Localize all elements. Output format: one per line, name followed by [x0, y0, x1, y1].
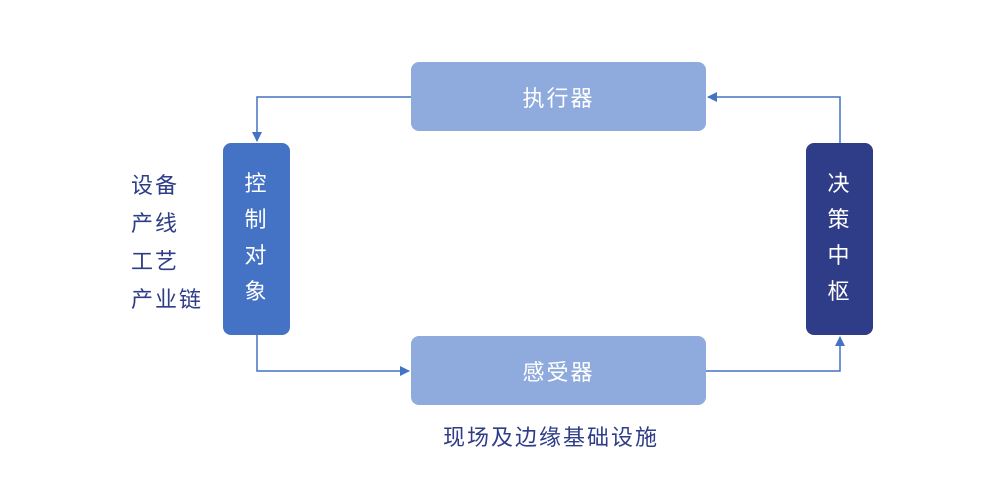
decision-center-node: 决 策 中 枢: [806, 143, 873, 335]
control-object-char: 控: [244, 172, 269, 197]
arrow-actuator-to-control: [252, 96, 411, 142]
control-object-node: 控 制 对 象: [223, 143, 290, 335]
arrow-sensor-to-decision: [706, 336, 845, 372]
decision-center-char: 策: [827, 208, 852, 233]
control-object-char: 制: [244, 208, 269, 233]
example-label: 产业链: [131, 288, 204, 313]
decision-center-char: 枢: [827, 280, 852, 305]
decision-center-char: 决: [827, 172, 852, 197]
example-label: 设备: [131, 174, 180, 199]
actuator-label: 执行器: [522, 86, 595, 112]
control-object-char: 象: [244, 280, 269, 305]
control-object-char: 对: [244, 244, 269, 269]
control-object-examples: 设备 产线 工艺 产业链: [131, 168, 203, 320]
example-label: 产线: [131, 212, 180, 237]
sensor-label: 感受器: [522, 360, 595, 386]
example-label: 工艺: [131, 250, 180, 275]
actuator-node: 执行器: [411, 62, 706, 131]
decision-center-char: 中: [827, 244, 852, 269]
infrastructure-caption: 现场及边缘基础设施: [443, 426, 660, 451]
arrow-control-to-sensor: [256, 335, 410, 376]
sensor-node: 感受器: [411, 336, 706, 405]
arrow-decision-to-actuator: [707, 92, 841, 143]
